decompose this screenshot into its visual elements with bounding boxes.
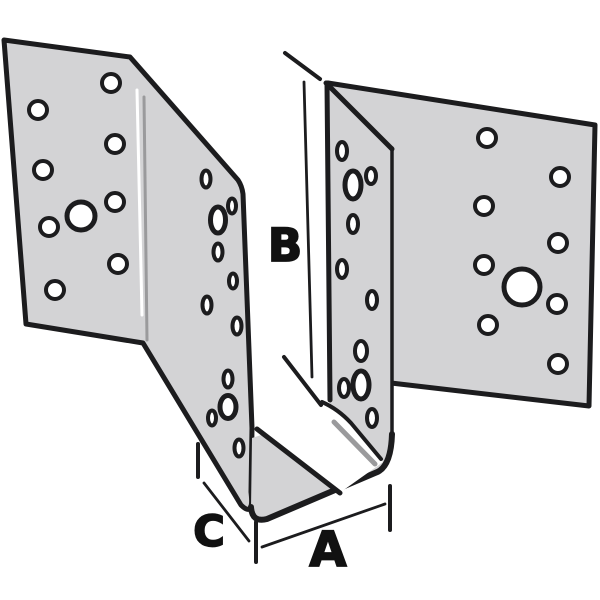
right-wall-front-edge <box>324 80 333 403</box>
right-flange-holes <box>473 127 571 375</box>
bottom-right-inner-corner <box>320 400 383 461</box>
nail-hole <box>335 258 349 280</box>
right-flange-plate <box>330 85 595 406</box>
nail-hole <box>104 191 126 213</box>
nail-hole <box>365 289 379 311</box>
nail-hole <box>221 368 235 390</box>
nail-hole <box>32 159 54 181</box>
nail-hole <box>473 254 495 276</box>
left-flange-and-wall-plate <box>1 37 255 512</box>
dim-b-line <box>302 80 314 379</box>
nail-hole <box>27 99 49 121</box>
dim-label-c: C <box>193 507 225 557</box>
nail-hole <box>230 315 244 337</box>
nail-hole <box>501 266 543 308</box>
nail-hole <box>547 232 569 254</box>
right-wall-holes <box>335 140 379 429</box>
nail-hole <box>473 195 495 217</box>
nail-hole <box>547 353 569 375</box>
nail-hole <box>100 72 122 94</box>
nail-hole <box>335 140 349 162</box>
bottom-right-fold-highlight <box>331 419 378 467</box>
left-flange-holes <box>27 72 129 301</box>
dim-c-line <box>202 481 251 543</box>
nail-hole <box>342 168 364 202</box>
nail-hole <box>353 339 369 363</box>
nail-hole <box>217 393 239 421</box>
nail-hole <box>365 407 379 429</box>
nail-hole <box>350 368 372 402</box>
right-flange-outline <box>325 80 598 409</box>
left-wall-holes <box>199 168 246 459</box>
nail-hole <box>199 168 213 190</box>
nail-hole <box>104 133 126 155</box>
nail-hole <box>477 314 499 336</box>
nail-hole <box>107 253 129 275</box>
nail-hole <box>211 241 225 263</box>
nail-hole <box>226 196 238 216</box>
nail-hole <box>232 437 246 459</box>
right-wall-top-edge <box>323 80 395 152</box>
nail-hole <box>64 199 98 233</box>
nail-hole <box>200 294 214 316</box>
bottom-outer-edge <box>248 431 395 523</box>
nail-hole <box>364 166 378 186</box>
nail-hole <box>206 408 218 428</box>
nail-hole <box>546 293 568 315</box>
dim-label-a: A <box>309 522 346 578</box>
nail-hole <box>38 216 60 238</box>
dim-label-b: B <box>268 219 302 272</box>
bottom-left-inner-fold <box>254 426 343 496</box>
nail-hole <box>337 377 351 399</box>
nail-hole <box>44 279 66 301</box>
nail-hole <box>208 204 228 236</box>
nail-hole <box>346 213 360 235</box>
dim-b-bottom-tick <box>282 355 323 407</box>
dimension-markup: B C A <box>192 51 392 579</box>
left-fold-highlight <box>135 88 144 317</box>
nail-hole <box>227 271 239 291</box>
left-fold-shadow <box>142 95 149 342</box>
nail-hole <box>549 166 571 188</box>
dim-b-top-tick <box>283 51 322 81</box>
nail-hole <box>476 127 498 149</box>
dim-a-line <box>260 502 387 549</box>
